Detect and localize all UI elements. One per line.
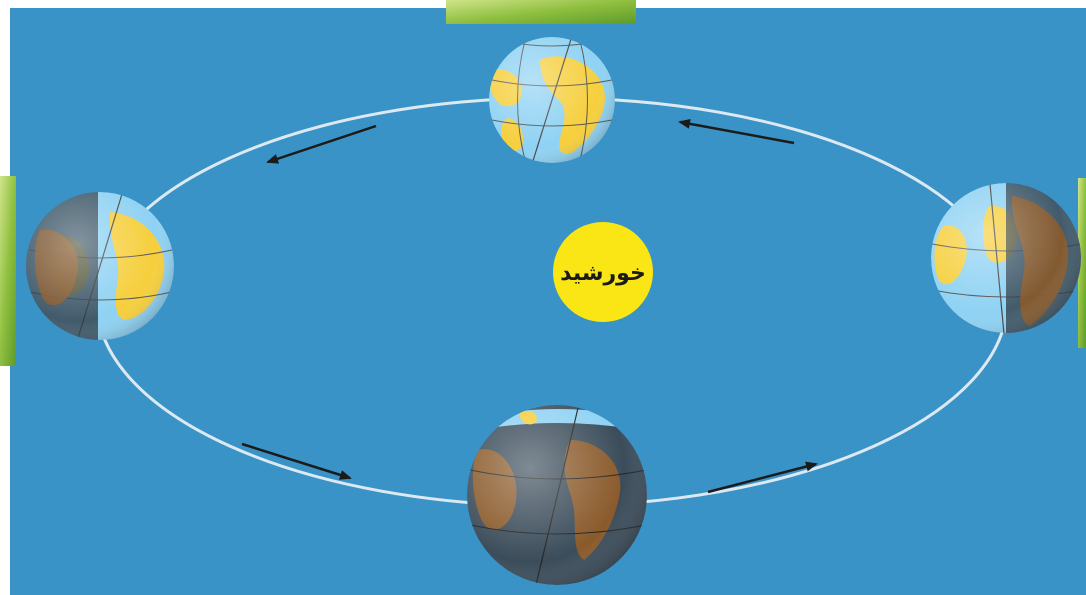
grass-photo-top xyxy=(446,0,636,24)
earth-top xyxy=(489,36,615,164)
sun-label: خورشید xyxy=(560,261,646,286)
grass-photo-left xyxy=(0,176,16,366)
earth-bottom xyxy=(467,405,647,585)
